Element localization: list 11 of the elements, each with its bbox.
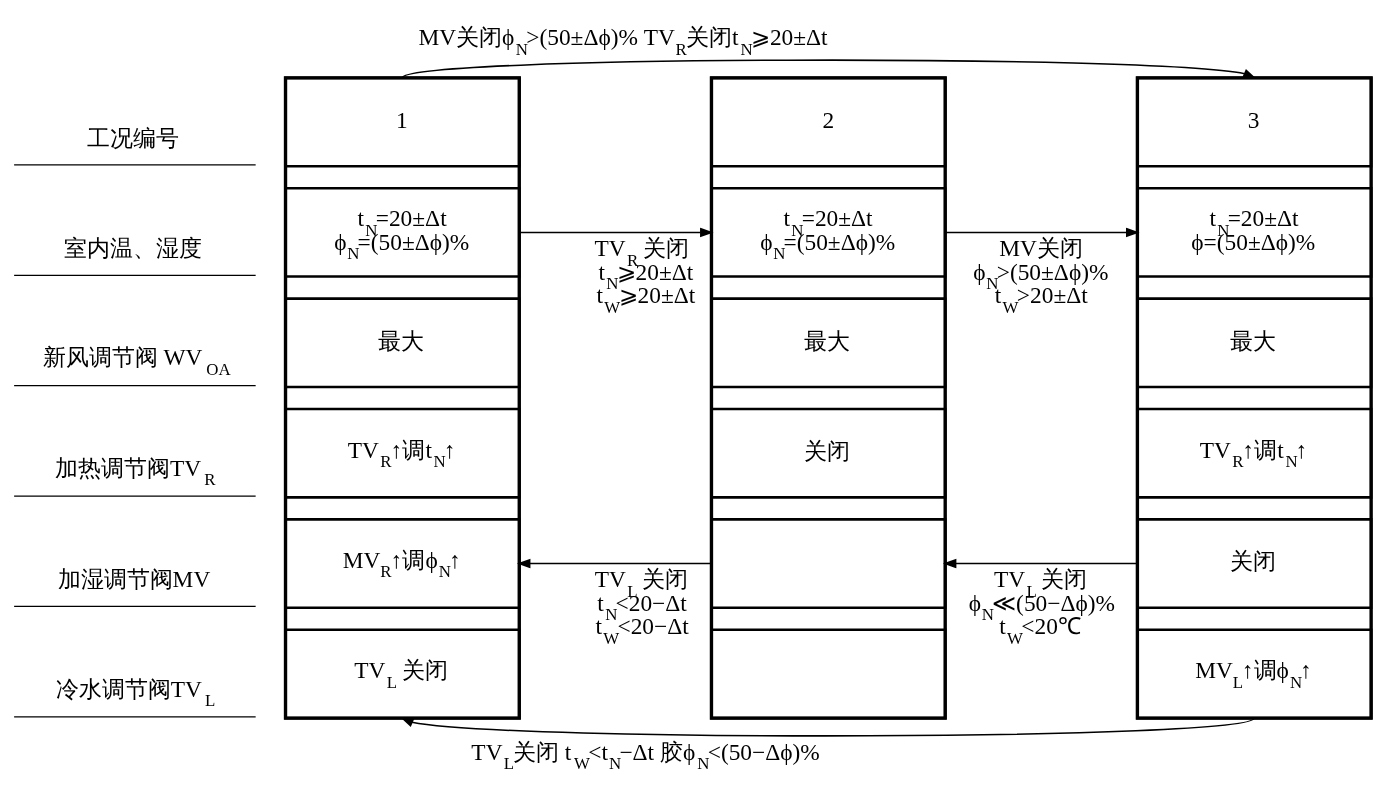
label: 加热调节阀TV$_{R}$	[55, 454, 216, 489]
label: 加湿调节阀MV	[57, 565, 211, 592]
edge-label: TV$_{L}$ 关闭 t$_{N}$<20−Δt t$_{W}$<20−Δt	[594, 565, 689, 648]
label: 冷水调节阀TV$_{L}$	[55, 675, 216, 710]
label: 新风调节阀 WV$_{OA}$	[42, 343, 231, 379]
label: 室内温、湿度	[64, 234, 203, 261]
label: 工况编号	[87, 124, 180, 151]
edge-label: TV$_{L}$关闭 t$_{W}$<t$_{N}$−Δt 胶ϕ$_{N}$<(50−Δϕ)%	[471, 738, 820, 773]
edge-label: MV关闭 ϕ$_{N}$>(50±Δϕ)% t$_{W}$>20±Δt	[973, 234, 1109, 317]
edge-label: TV$_{R}$ 关闭 t$_{N}$⩾20±Δt t$_{W}$⩾20±Δt	[594, 234, 696, 317]
edge-label: MV关闭ϕ$_{N}$>(50±Δϕ)% TV$_{R}$关闭t$_{N}$⩾20±Δt	[418, 23, 828, 59]
